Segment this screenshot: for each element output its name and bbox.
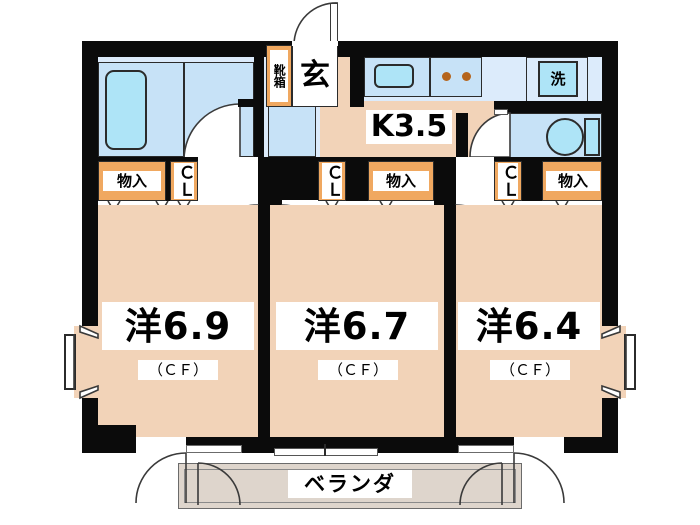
bay-window-left-floor: [74, 326, 98, 398]
storage-right-label: 物入: [546, 171, 600, 191]
door-left-bottom-opening: [136, 437, 186, 453]
stove-burner-1: [442, 72, 451, 81]
stove-burner-2: [462, 72, 471, 81]
balcony-label: ベランダ: [288, 470, 412, 498]
wall-kitchen-counter-under: [350, 93, 364, 107]
room-left-door-opening: [198, 157, 258, 205]
closet-left-label: ＣＬ: [174, 163, 195, 199]
wall-bath-to-basin: [254, 57, 264, 157]
bathtub-icon: [105, 70, 147, 150]
entrance-label: 玄: [296, 54, 334, 98]
wall-entrance-right: [338, 41, 350, 57]
wall-toilet-top: [494, 101, 602, 113]
wall-toilet-left-lower: [456, 113, 468, 161]
threshold-left: [186, 445, 242, 453]
front-door-threshold: [292, 41, 338, 46]
door-right-bottom-arc: [513, 452, 565, 504]
room-left-name: 洋6.9: [102, 302, 254, 350]
room-center-flooring: （ＣＦ）: [318, 360, 398, 380]
threshold-right: [458, 445, 514, 453]
balcony-sliding-door: [274, 448, 378, 456]
bay-window-right-frame: [601, 324, 627, 400]
closet-center-label: ＣＬ: [322, 163, 343, 199]
bay-window-left-frame: [73, 324, 99, 400]
balcony-sliding-door-center-mark: [324, 444, 326, 456]
wall-partition-left-center: [258, 205, 270, 453]
room-center-name: 洋6.7: [276, 302, 438, 350]
room-left-flooring: （ＣＦ）: [138, 360, 218, 380]
closet-right-label: ＣＬ: [498, 163, 519, 199]
washing-machine-drum: [538, 61, 578, 97]
toilet-door-panel: [494, 109, 508, 115]
room-right-door-opening: [456, 157, 494, 205]
balcony-rail: [184, 469, 516, 503]
storage-left-label: 物入: [103, 171, 161, 191]
shoe-box-label: 靴箱: [270, 50, 288, 102]
door-right-bottom-opening: [514, 437, 564, 453]
bay-window-right-floor: [602, 326, 626, 398]
room-right-flooring: （ＣＦ）: [490, 360, 570, 380]
toilet-tank-icon: [584, 118, 600, 156]
kitchen-label: K3.5: [366, 110, 452, 144]
toilet-icon: [546, 118, 584, 156]
toilet-door-arc: [469, 112, 511, 158]
wall-notch-bottom-left: [98, 425, 136, 453]
washroom-door-jamb: [238, 99, 254, 107]
storage-center-label: 物入: [373, 171, 429, 191]
wall-partition-center-right: [444, 205, 456, 453]
laundry-label: 洗: [550, 69, 566, 88]
bay-window-left-glass: [64, 334, 76, 390]
front-door-arc: [293, 2, 339, 46]
door-center-right-arc: [459, 462, 503, 506]
door-center-left-arc: [197, 462, 241, 506]
door-left-bottom-arc: [135, 452, 187, 504]
room-right-name: 洋6.4: [458, 302, 600, 350]
washroom-door-arc: [183, 103, 241, 161]
kitchen-sink-basin: [374, 64, 414, 88]
bay-window-right-glass: [624, 334, 636, 390]
wall-kitchen-counter-edge: [350, 41, 364, 93]
two-burner-stove-icon: [430, 57, 482, 97]
